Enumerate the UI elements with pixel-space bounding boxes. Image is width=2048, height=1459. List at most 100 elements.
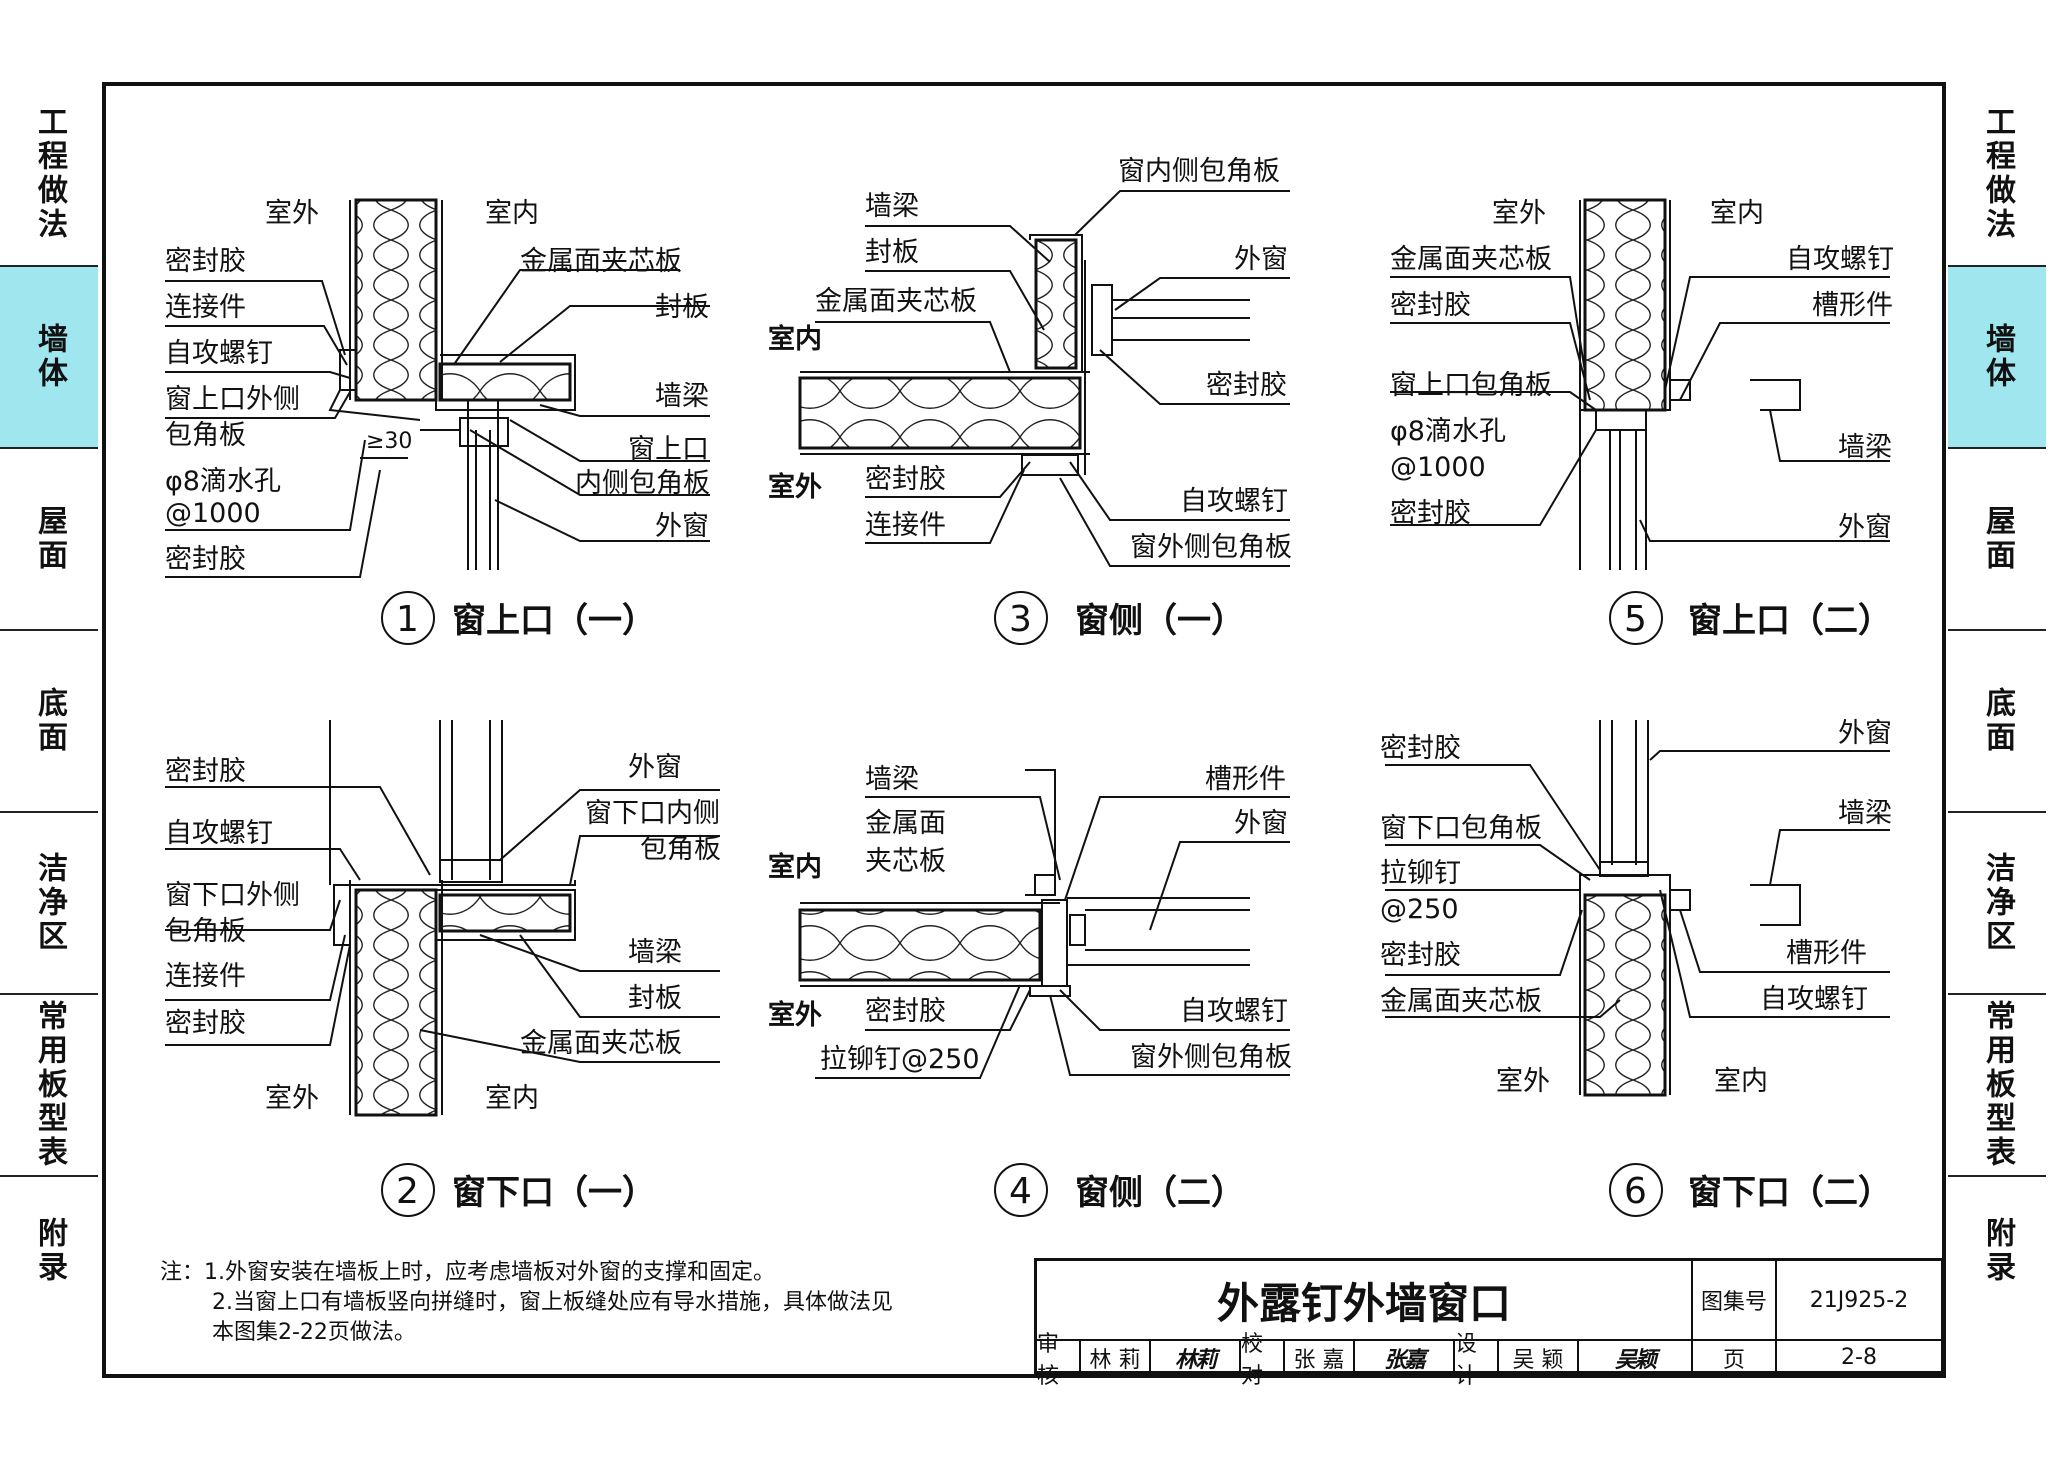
tab-appendix-right[interactable]: 附录 xyxy=(1948,1175,2046,1325)
d4-c: 夹芯板 xyxy=(865,846,946,877)
note-2: 2.当窗上口有墙板竖向拼缝时，窗上板缝处应有导水措施，具体做法见 xyxy=(212,1290,893,1315)
d4-title: 窗侧（二） xyxy=(1075,1173,1245,1213)
d3-r5: 窗外侧包角板 xyxy=(1130,532,1292,563)
d4-d: 密封胶 xyxy=(865,996,946,1027)
title-block: 外露钉外墙窗口 图集号 21J925-2 审核 林 莉 林莉 校对 张 嘉 张嘉… xyxy=(1034,1258,1944,1389)
d3-num: 3 xyxy=(1009,599,1032,640)
tab-wall-right[interactable]: 墙体 xyxy=(1948,265,2046,447)
d4-in: 室内 xyxy=(768,851,822,883)
d3-a: 墙梁 xyxy=(865,191,919,222)
page-label: 页 xyxy=(1693,1341,1777,1374)
d6-r3: 槽形件 xyxy=(1786,938,1867,969)
note-3: 本图集2-22页做法。 xyxy=(212,1320,416,1345)
d1-r1: 金属面夹芯板 xyxy=(520,246,682,277)
d5-num: 5 xyxy=(1624,599,1647,640)
d1-e: 包角板 xyxy=(165,420,246,451)
d2-r4: 墙梁 xyxy=(628,937,682,968)
d3-r2: 外窗 xyxy=(1234,244,1288,275)
d2-r5: 封板 xyxy=(628,983,682,1014)
tab-panel-table-right[interactable]: 常用板型表 xyxy=(1948,993,2046,1175)
d2-num: 2 xyxy=(396,1171,419,1212)
tab-roof-right[interactable]: 屋面 xyxy=(1948,447,2046,629)
tab-clean-zone-right[interactable]: 洁净区 xyxy=(1948,811,2046,993)
tab-panel-table[interactable]: 常用板型表 xyxy=(0,993,98,1175)
drawing-frame xyxy=(102,82,1946,1378)
signature-row: 审核 林 莉 林莉 校对 张 嘉 张嘉 设计 吴 颖 吴颖 页 2-8 xyxy=(1037,1332,1941,1389)
d6-num: 6 xyxy=(1624,1171,1647,1212)
d1-r5: 内侧包角板 xyxy=(575,468,710,499)
tab-clean-zone[interactable]: 洁净区 xyxy=(0,811,98,993)
d4-r2: 外窗 xyxy=(1234,808,1288,839)
d3-title: 窗侧（一） xyxy=(1075,601,1245,641)
design-name: 吴 颖 xyxy=(1499,1341,1579,1374)
d5-in: 室内 xyxy=(1710,198,1764,229)
tab-engineering-right[interactable]: 工程做法 xyxy=(1980,106,2015,242)
d1-in: 室内 xyxy=(485,198,539,229)
d6-title: 窗下口（二） xyxy=(1688,1173,1892,1213)
tab-engineering[interactable]: 工程做法 xyxy=(32,106,67,242)
d2-r6: 金属面夹芯板 xyxy=(520,1028,682,1059)
d1-g: @1000 xyxy=(165,498,261,529)
detail-6 xyxy=(1385,720,1890,1217)
d3-e: 连接件 xyxy=(865,510,946,541)
d5-r4: 外窗 xyxy=(1838,512,1892,543)
tab-wall[interactable]: 墙体 xyxy=(0,265,98,447)
d1-c: 自攻螺钉 xyxy=(165,338,273,369)
d2-out: 室外 xyxy=(265,1083,319,1114)
drawing-title: 外露钉外墙窗口 xyxy=(1037,1261,1693,1341)
d2-r1: 外窗 xyxy=(628,752,682,783)
d5-e: @1000 xyxy=(1390,452,1486,483)
d5-r2: 槽形件 xyxy=(1812,290,1893,321)
check-name: 张 嘉 xyxy=(1285,1341,1355,1374)
d1-num: 1 xyxy=(396,599,419,640)
tab-appendix[interactable]: 附录 xyxy=(0,1175,98,1325)
d2-c: 窗下口外侧 xyxy=(165,880,300,911)
d6-out: 室外 xyxy=(1496,1066,1550,1097)
side-tabs-left: 工程做法 墙体 屋面 底面 洁净区 常用板型表 附录 xyxy=(0,83,98,1325)
d1-title: 窗上口（一） xyxy=(452,601,656,641)
d6-c: 拉铆钉 xyxy=(1380,858,1461,889)
d2-r2: 窗下口内侧 xyxy=(585,798,720,829)
d5-title: 窗上口（二） xyxy=(1688,601,1892,641)
review-name: 林 莉 xyxy=(1081,1341,1151,1374)
review-label: 审核 xyxy=(1037,1332,1081,1389)
atlas-label: 图集号 xyxy=(1693,1261,1777,1341)
d5-out: 室外 xyxy=(1492,198,1546,229)
detail-4 xyxy=(798,769,1290,1217)
d6-r2: 墙梁 xyxy=(1838,798,1892,829)
design-label: 设计 xyxy=(1455,1332,1499,1389)
d5-a: 金属面夹芯板 xyxy=(1390,244,1552,275)
d2-in: 室内 xyxy=(485,1083,539,1114)
d1-r4: 窗上口 xyxy=(628,434,709,465)
d4-r1: 槽形件 xyxy=(1205,764,1286,795)
d3-r3: 密封胶 xyxy=(1206,370,1287,401)
tab-roof[interactable]: 屋面 xyxy=(0,447,98,629)
check-signature: 张嘉 xyxy=(1355,1341,1455,1374)
d4-r4: 窗外侧包角板 xyxy=(1130,1042,1292,1073)
d3-r4: 自攻螺钉 xyxy=(1180,486,1288,517)
tab-bottom-right[interactable]: 底面 xyxy=(1948,629,2046,811)
d3-r1: 窗内侧包角板 xyxy=(1118,156,1280,187)
notes: 注：1.外窗安装在墙板上时，应考虑墙板对外窗的支撑和固定。 2.当窗上口有墙板竖… xyxy=(160,1258,893,1348)
d2-e: 连接件 xyxy=(165,961,246,992)
design-signature: 吴颖 xyxy=(1579,1341,1693,1374)
d5-d: φ8滴水孔 xyxy=(1390,416,1506,447)
d1-f: φ8滴水孔 xyxy=(165,466,281,497)
d1-r6: 外窗 xyxy=(655,511,709,542)
d5-r3: 墙梁 xyxy=(1838,432,1892,463)
atlas-value: 21J925-2 xyxy=(1777,1261,1941,1341)
d2-r3: 包角板 xyxy=(640,834,721,865)
detail-5 xyxy=(1390,198,1890,645)
d6-b: 窗下口包角板 xyxy=(1380,813,1542,844)
d1-out: 室外 xyxy=(265,198,319,229)
note-1: 注：1.外窗安装在墙板上时，应考虑墙板对外窗的支撑和固定。 xyxy=(160,1260,775,1285)
d1-dim: ≥30 xyxy=(366,429,412,454)
d6-d: @250 xyxy=(1380,894,1459,925)
d6-a: 密封胶 xyxy=(1380,733,1461,764)
d3-out: 室外 xyxy=(768,471,822,503)
d3-b: 封板 xyxy=(865,237,919,268)
review-signature: 林莉 xyxy=(1151,1341,1241,1374)
d4-r3: 自攻螺钉 xyxy=(1180,996,1288,1027)
d3-c: 金属面夹芯板 xyxy=(815,286,977,317)
tab-bottom[interactable]: 底面 xyxy=(0,629,98,811)
